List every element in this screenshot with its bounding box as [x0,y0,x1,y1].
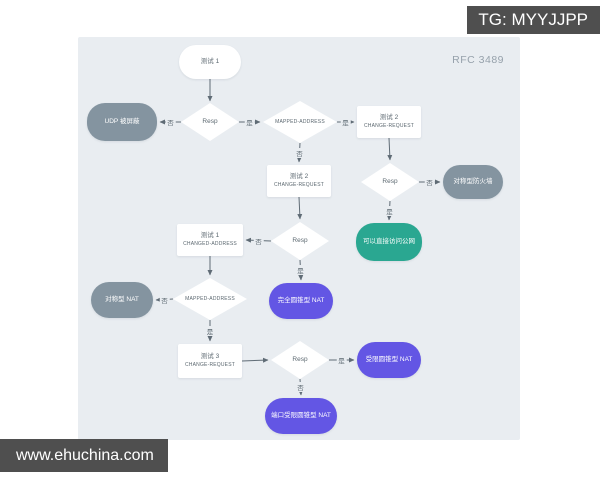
node-label: 测试 3 [200,353,220,361]
node-label: 受限圆锥型 NAT [365,355,413,363]
edge-label-resp-1-to-udp-blocked: 否 [165,117,176,127]
edge-label-resp-3-to-test1-changed: 否 [253,235,264,246]
node-label: UDP 被屏蔽 [104,117,140,125]
node-udp-blocked: UDP 被屏蔽 [87,103,157,141]
node-sublabel: CHANGE-REQUEST [363,123,415,129]
node-restricted-cone-nat: 受限圆锥型 NAT [357,342,421,378]
node-full-cone-nat: 完全圆锥型 NAT [269,283,333,319]
node-resp-3: Resp [271,222,329,260]
node-label: MAPPED-ADDRESS [275,118,325,125]
node-mapped-address-2: MAPPED-ADDRESS [173,278,247,320]
edge-label-resp-4-to-port-restricted-cone-nat: 否 [295,382,306,392]
edge-label-resp-1-to-mapped-address-1: 是 [244,117,255,127]
node-open-internet: 可以直接访问公网 [356,223,422,261]
edge-label-mapped-address-1-to-test2-request-b: 否 [294,147,305,158]
node-sublabel: CHANGE-REQUEST [273,182,325,188]
node-resp-4: Resp [271,341,329,379]
website-watermark: www.ehuchina.com [0,439,168,472]
edge-label-resp-4-to-restricted-cone-nat: 是 [336,355,347,365]
node-resp-1: Resp [181,103,239,141]
edge-label-resp-3-to-full-cone-nat: 是 [295,265,306,275]
node-label: 测试 2 [289,173,309,181]
node-sublabel: CHANGE-REQUEST [184,362,236,368]
node-label: MAPPED-ADDRESS [185,295,235,302]
node-label: Resp [292,355,308,363]
node-label: 测试 2 [379,114,399,122]
node-test1-start: 测试 1 [179,45,241,79]
edge-label-mapped-address-2-to-test3-request: 是 [204,325,216,336]
edge-label-mapped-address-2-to-symmetric-nat: 否 [159,294,170,305]
edge-label-resp-2-to-open-internet: 是 [384,205,395,216]
node-symmetric-nat: 对称型 NAT [91,282,153,318]
node-label: 对称型防火墙 [453,177,493,185]
node-label: 完全圆锥型 NAT [277,296,325,304]
node-label: 可以直接访问公网 [363,237,415,245]
node-label: 端口受限圆锥型 NAT [271,411,331,419]
rfc-title: RFC 3489 [452,54,504,66]
telegram-watermark: TG: MYYJJPP [467,6,600,34]
edge-label-mapped-address-1-to-test2-request-a: 是 [340,117,351,127]
node-mapped-address-1: MAPPED-ADDRESS [263,101,337,143]
node-label: 测试 1 [200,57,220,65]
node-label: Resp [292,236,308,244]
node-label: Resp [202,117,218,125]
edge-label-resp-2-to-symmetric-firewall: 否 [424,177,435,187]
node-label: 测试 1 [200,232,220,240]
node-port-restricted-cone-nat: 端口受限圆锥型 NAT [265,398,337,434]
node-symmetric-firewall: 对称型防火墙 [443,165,503,199]
node-sublabel: CHANGED-ADDRESS [183,241,237,247]
node-label: Resp [382,177,398,185]
node-label: 对称型 NAT [105,295,139,303]
node-resp-2: Resp [361,163,419,201]
